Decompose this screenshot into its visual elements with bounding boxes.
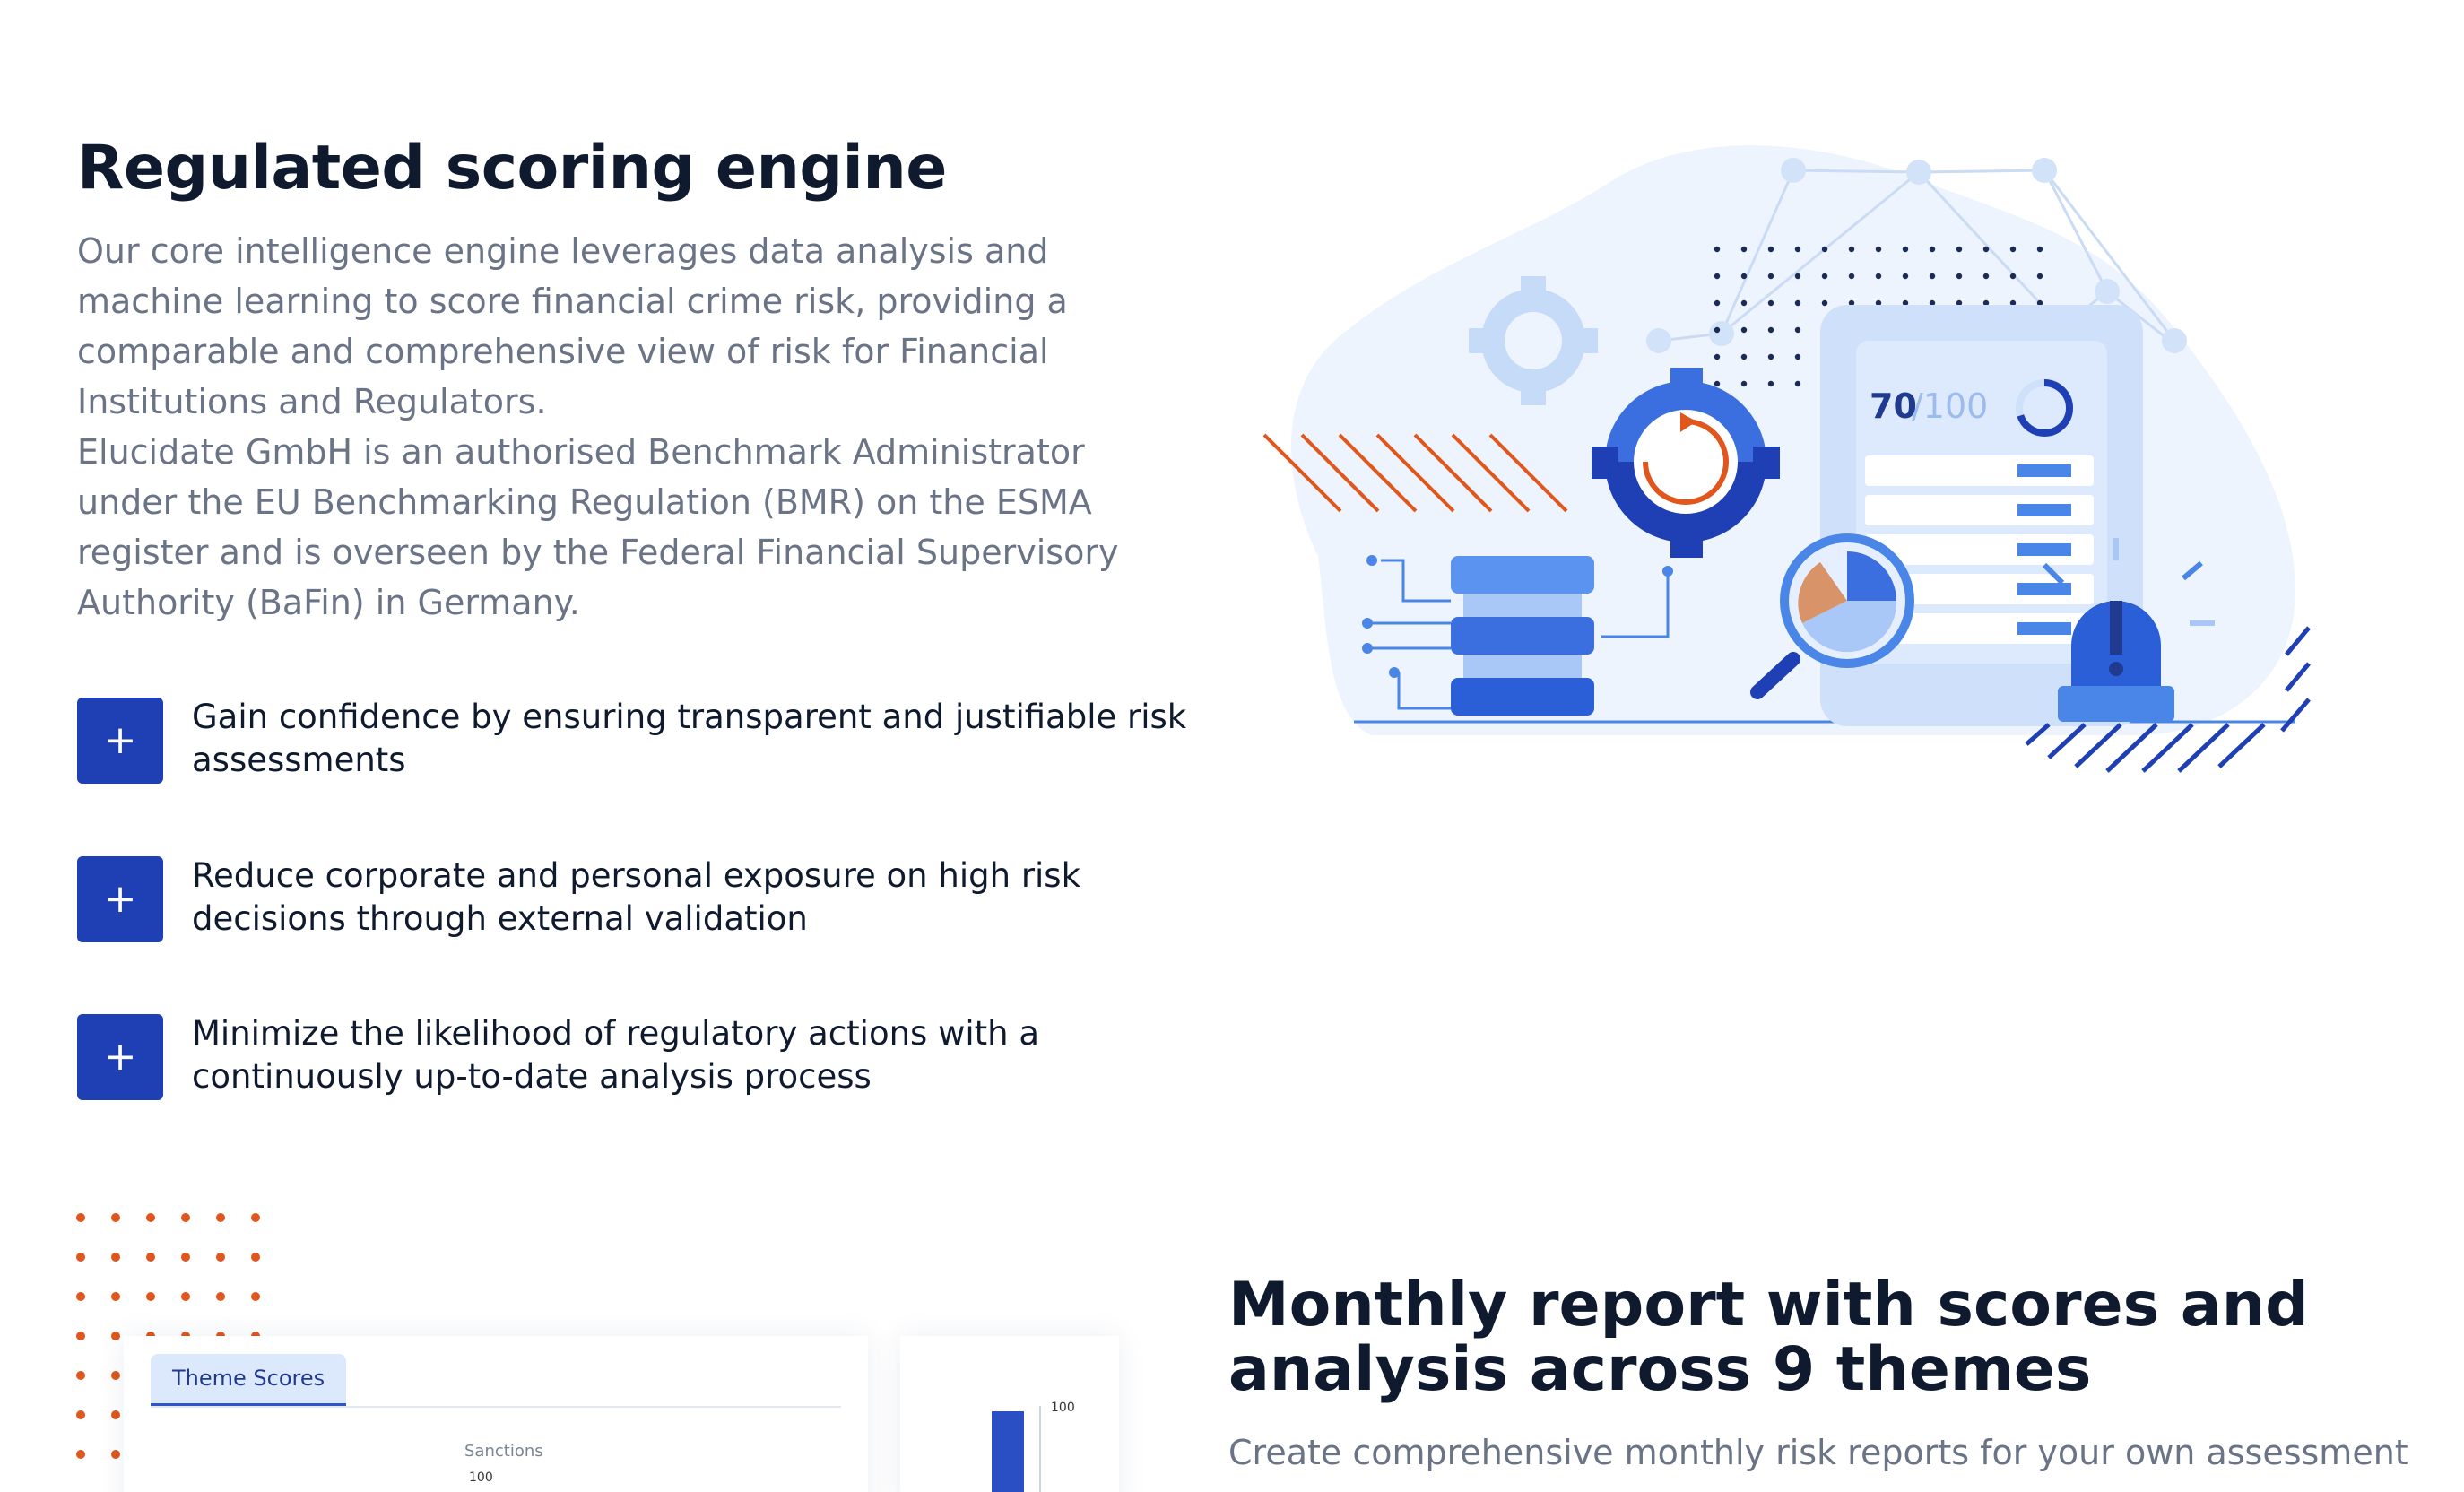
- report-description: Create comprehensive monthly risk report…: [1228, 1433, 2408, 1472]
- score-ring-icon: [2016, 379, 2073, 437]
- plus-icon[interactable]: +: [77, 1014, 163, 1100]
- intro-paragraph: Our core intelligence engine leverages d…: [77, 231, 1068, 421]
- orange-hatch-icon: [1262, 433, 1568, 513]
- tab-theme-scores[interactable]: Theme Scores: [151, 1354, 347, 1406]
- blue-hatch-icon: [2025, 626, 2311, 773]
- benefit-text: Minimize the likelihood of regulatory ac…: [192, 1014, 1039, 1096]
- chart-tick-label: 100: [469, 1470, 493, 1485]
- magnifier-icon: [1750, 533, 1914, 699]
- chart-tick-label: 100: [1051, 1401, 1075, 1415]
- theme-scores-card: Theme Scores Sanctions 100: [124, 1336, 868, 1492]
- regulation-paragraph: Elucidate GmbH is an authorised Benchmar…: [77, 432, 1119, 622]
- benefit-text: Reduce corporate and personal exposure o…: [192, 856, 1081, 938]
- benefit-item: + Reduce corporate and personal exposure…: [77, 856, 1153, 946]
- alarm-icon: [2042, 538, 2215, 722]
- score-value: 70: [1870, 386, 1917, 426]
- database-icon: [1451, 556, 1594, 716]
- report-title: Monthly report with scores and analysis …: [1228, 1270, 2309, 1405]
- dot-grid-icon: [1714, 246, 2043, 387]
- section-title: Regulated scoring engine: [77, 133, 947, 204]
- network-nodes: [1646, 158, 2187, 353]
- benefit-item: + Gain confidence by ensuring transparen…: [77, 698, 1186, 787]
- bar-chart-card: 100: [900, 1336, 1119, 1492]
- benefit-text: Gain confidence by ensuring transparent …: [192, 698, 1187, 779]
- plus-icon[interactable]: +: [77, 856, 163, 942]
- benefit-item: + Minimize the likelihood of regulatory …: [77, 1014, 1153, 1104]
- chart-label-sanctions: Sanctions: [464, 1442, 543, 1461]
- gear-icon: [1592, 368, 1780, 558]
- score-total: /100: [1912, 386, 1988, 426]
- plus-icon[interactable]: +: [77, 698, 163, 784]
- scoring-engine-illustration: 70 /100: [1237, 126, 2340, 807]
- chart-axis: [1039, 1406, 1041, 1492]
- tab-divider: [151, 1406, 841, 1408]
- small-gear-icon: [1469, 276, 1598, 405]
- chart-bar: [992, 1411, 1024, 1492]
